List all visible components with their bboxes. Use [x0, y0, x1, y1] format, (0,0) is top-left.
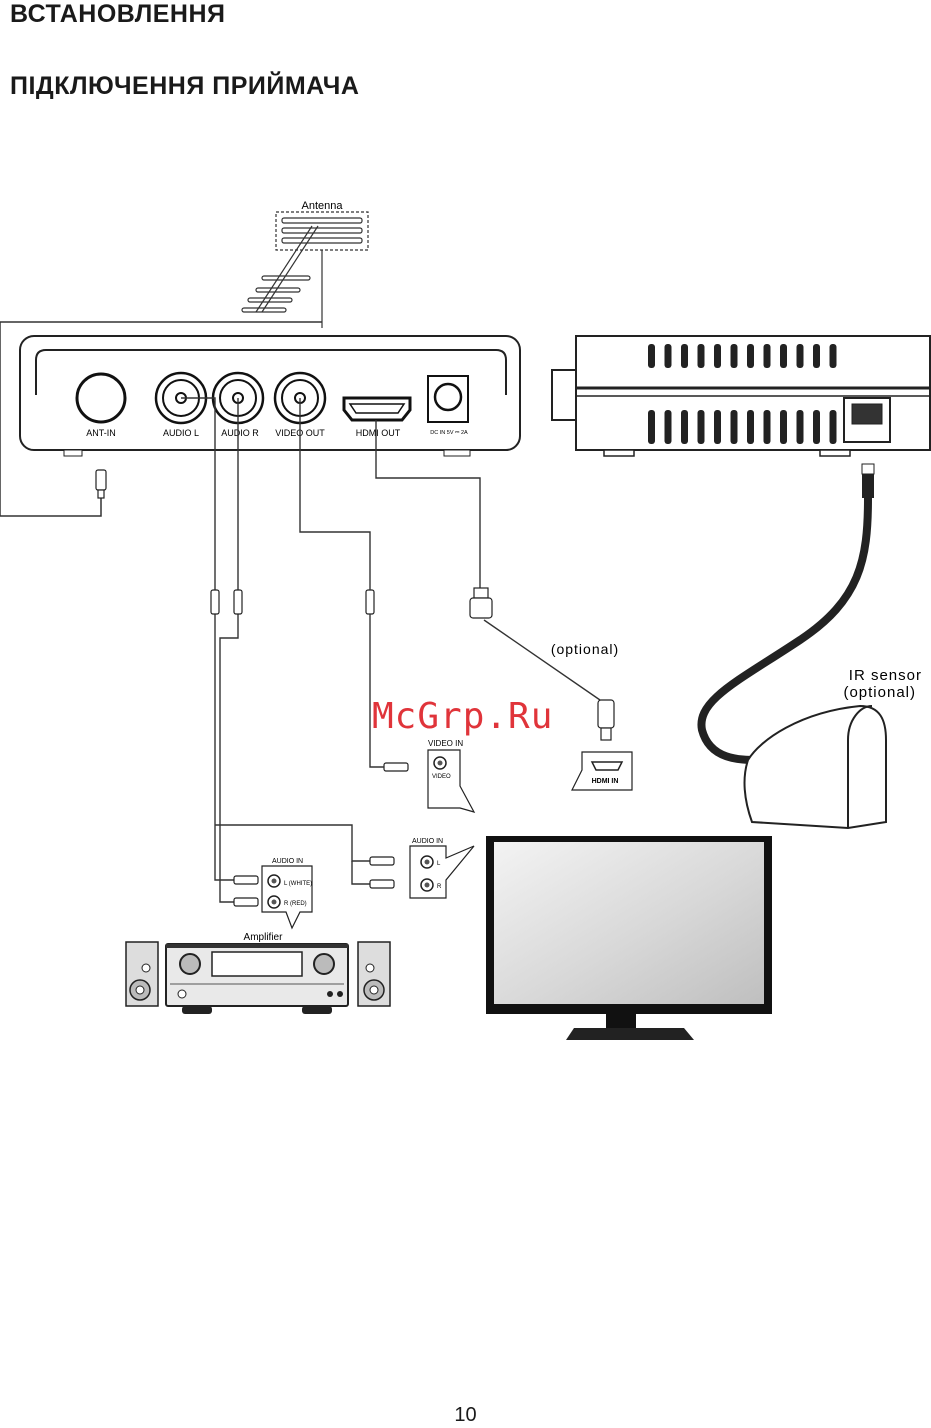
vent-slot: [747, 410, 754, 444]
vent-slot: [797, 410, 804, 444]
amplifier-label: Amplifier: [244, 932, 284, 943]
receiver-rear-panel: ANT-IN AUDIO L AUDIO R VIDEO OUT HDMI OU…: [20, 336, 520, 456]
video-in-port-label: VIDEO: [432, 774, 451, 780]
amplifier: [166, 944, 348, 1014]
vent-slot: [747, 344, 754, 368]
vent-slot: [731, 410, 738, 444]
amp-audio-in-title: AUDIO IN: [272, 858, 303, 865]
vent-slot: [797, 344, 804, 368]
vent-slot: [698, 344, 705, 368]
vent-slot: [681, 410, 688, 444]
vent-slot: [764, 410, 771, 444]
vent-slot: [665, 410, 672, 444]
hdmi-plug-top: [470, 588, 492, 618]
vent-slot: [714, 344, 721, 368]
tv-audio-in-right: R: [437, 884, 442, 890]
antenna-label: Antenna: [302, 200, 344, 212]
receiver-side-view: [552, 336, 930, 456]
label-ant-in: ANT-IN: [86, 428, 116, 438]
vent-slot: [648, 344, 655, 368]
vent-slot: [813, 344, 820, 368]
label-audio-l: AUDIO L: [163, 428, 199, 438]
watermark: McGrp.Ru: [372, 696, 553, 737]
vent-slot: [780, 410, 787, 444]
hdmi-optional-label: (optional): [551, 641, 619, 657]
vent-slot: [780, 344, 787, 368]
tv-video-in-panel: [428, 750, 474, 812]
vent-slot: [731, 344, 738, 368]
rca-plugs: [211, 590, 408, 906]
hdmi-plug-bottom: [598, 700, 614, 740]
hdmi-in-label: HDMI IN: [592, 778, 619, 785]
amp-audio-in-left: L (WHITE): [284, 881, 312, 887]
vent-slot: [830, 344, 837, 368]
vent-slot: [665, 344, 672, 368]
vent-slot: [764, 344, 771, 368]
page-number: 10: [0, 1404, 931, 1427]
vent-slot: [714, 410, 721, 444]
ir-sensor-label: IR sensor: [849, 667, 922, 684]
speaker-left: [126, 942, 158, 1006]
ir-sensor-optional-label: (optional): [843, 684, 916, 701]
vent-slot: [681, 344, 688, 368]
antenna: [242, 212, 368, 328]
ir-sensor: [745, 706, 886, 828]
hdmi-cable: [376, 420, 600, 700]
vent-slot: [813, 410, 820, 444]
vent-slot: [648, 410, 655, 444]
ant-in-port: [77, 374, 125, 422]
amp-audio-in-right: R (RED): [284, 901, 307, 907]
tv-audio-in-panel: [410, 846, 474, 898]
label-audio-r: AUDIO R: [221, 428, 259, 438]
audio-cables: [181, 398, 370, 902]
label-dc-in: DC IN 5V ⎓ 2A: [430, 430, 468, 436]
video-in-title: VIDEO IN: [428, 739, 463, 748]
vent-slot: [830, 410, 837, 444]
speaker-right: [358, 942, 390, 1006]
vent-slot: [698, 410, 705, 444]
label-hdmi-out: HDMI OUT: [356, 428, 401, 438]
tv-audio-in-title: AUDIO IN: [412, 838, 443, 845]
amp-audio-in-panel: [262, 866, 312, 928]
television: [486, 836, 772, 1040]
rf-plug: [96, 470, 106, 498]
